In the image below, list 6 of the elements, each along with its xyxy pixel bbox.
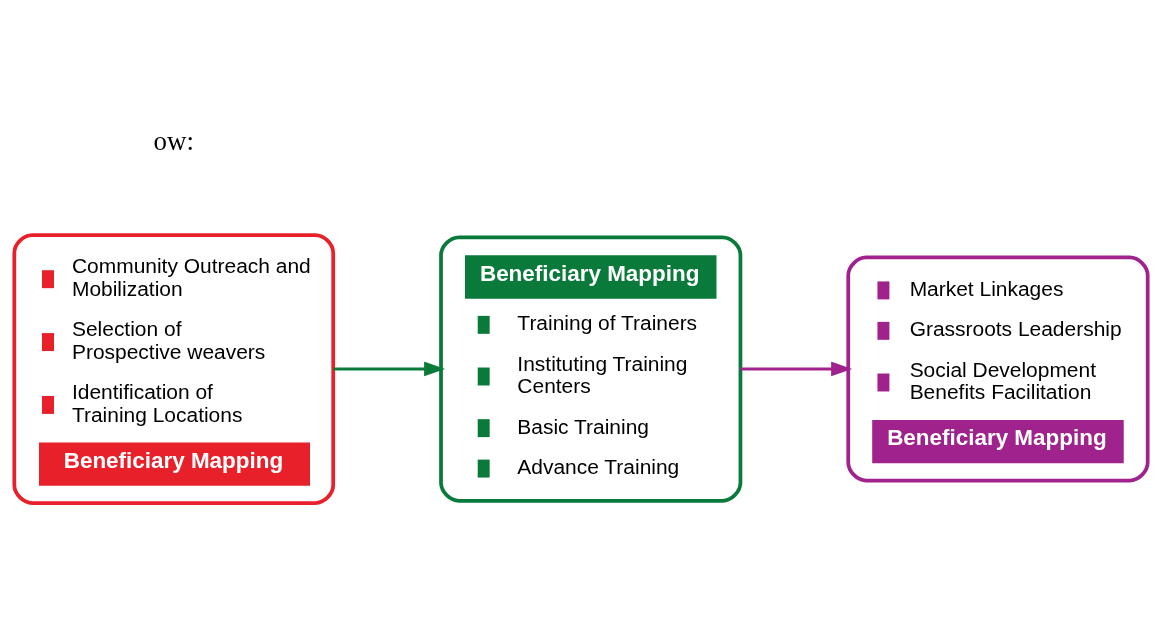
label: ow: xyxy=(153,125,194,156)
node-box: Market Linkages Grassroots Leadership Social Development Benefits Facilitation Beneficiary Mapping xyxy=(846,255,1150,482)
arrow xyxy=(740,361,853,376)
node-box: Community Outreach and Mobilization Selection of Prospective weavers Identification of Training Locations Beneficiary Mapping xyxy=(12,232,336,505)
node-box: Beneficiary Mapping Training of Trainers Instituting Training Centers Basic Training Advance Training xyxy=(439,234,743,503)
arrow xyxy=(333,361,446,376)
